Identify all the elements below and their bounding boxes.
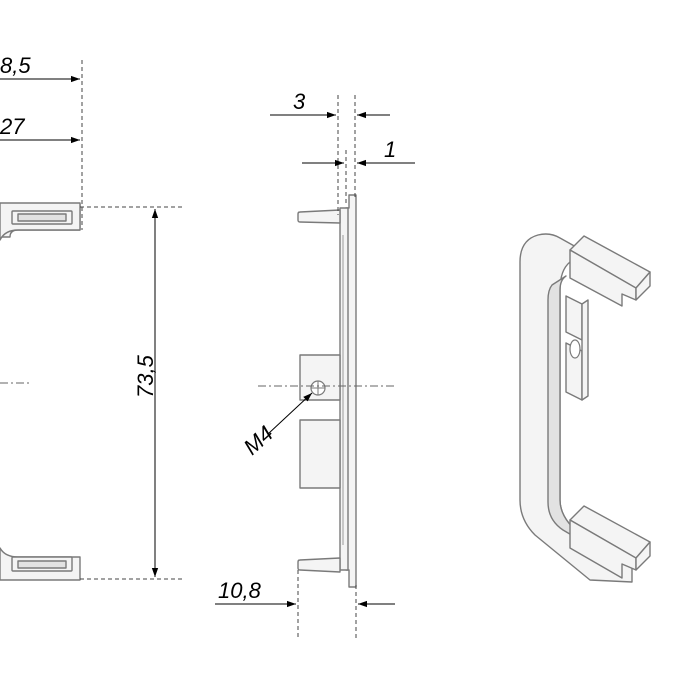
side-view-boss-lower xyxy=(299,419,341,489)
side-view-top-pin xyxy=(297,209,341,224)
side-view-bottom-pin xyxy=(297,557,341,573)
side-view-plate-inner xyxy=(339,207,349,571)
front-view: 8,5 27 73,5 xyxy=(0,53,182,581)
dim-label-73-5: 73,5 xyxy=(133,354,158,398)
iso-boss-upper xyxy=(565,295,583,341)
iso-thread-hole-icon xyxy=(569,339,581,359)
iso-bottom-lug-side xyxy=(635,541,651,571)
dim-label-27: 27 xyxy=(0,114,25,139)
isometric-view xyxy=(519,233,651,583)
dim-label-m4: M4 xyxy=(239,421,278,460)
iso-top-lug-side xyxy=(635,271,651,301)
dim-label-10-8: 10,8 xyxy=(218,578,262,603)
leader-m4 xyxy=(267,392,313,435)
dim-label-8-5: 8,5 xyxy=(0,53,31,78)
dim-label-1: 1 xyxy=(384,137,396,162)
iso-boss-right xyxy=(581,299,589,401)
side-view: 3 1 M4 10,8 xyxy=(215,89,415,640)
front-view-top-slot-inner xyxy=(17,213,67,222)
front-view-bottom-slot-inner xyxy=(17,560,67,569)
dim-label-3: 3 xyxy=(293,89,306,114)
